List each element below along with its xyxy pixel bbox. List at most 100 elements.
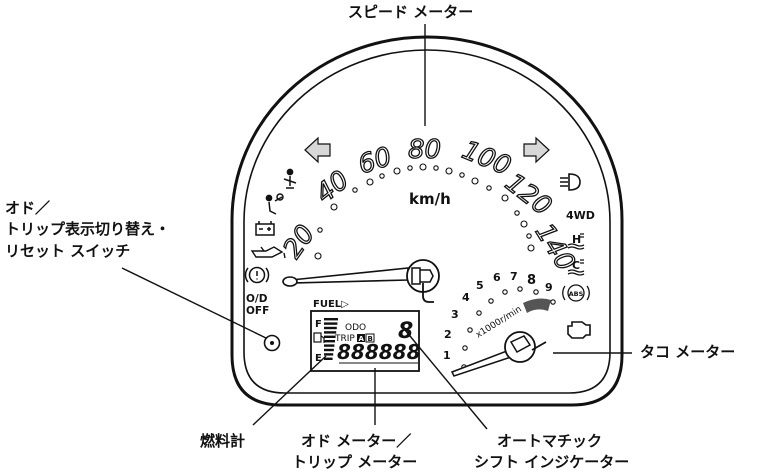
speedo-dot <box>314 252 322 260</box>
trip-a-box <box>357 334 365 342</box>
speedo-dot <box>501 194 509 202</box>
speedo-dot <box>445 167 453 175</box>
right-turn-arrow-icon <box>523 136 550 164</box>
speedo-dot <box>514 210 520 216</box>
at-indicator-callout-line1: オートマチック <box>497 432 603 450</box>
oil-pressure-warning-icon <box>250 246 286 259</box>
tacho-label-8: 8 <box>527 273 536 288</box>
fuel-bar <box>324 318 338 321</box>
speedo-dot <box>526 233 532 239</box>
tachometer-needle <box>450 331 547 377</box>
od-off-indicator-line2: OFF <box>246 305 269 317</box>
at-indicator-callout-line2: シフト インジケーター <box>474 453 630 471</box>
fuel-bar <box>324 326 337 330</box>
speed-unit-label: km/h <box>409 190 451 208</box>
fuel-empty-mark: E <box>315 353 322 364</box>
left-turn-arrow-icon <box>304 136 331 164</box>
airbag-warning-icon <box>265 193 284 215</box>
speedo-dot <box>366 178 374 186</box>
odo-trip-callout-line1: オド メーター／ <box>301 432 412 450</box>
speedo-dot <box>433 165 439 171</box>
svg-text:C: C <box>572 259 580 272</box>
odo-label: ODO <box>345 323 366 333</box>
tacho-dot <box>517 286 523 292</box>
tacho-label-5: 5 <box>476 279 484 292</box>
callout-leader-lines <box>121 24 632 430</box>
speedometer-needle <box>282 259 440 303</box>
tacho-dot <box>533 289 539 295</box>
trip-b-label: B <box>368 335 373 343</box>
speedo-dot <box>471 177 479 185</box>
tacho-dot <box>488 298 494 304</box>
speedo-dot <box>407 165 413 171</box>
leader-odo-switch <box>121 267 267 339</box>
tachometer-callout: タコ メーター <box>640 343 736 361</box>
tacho-label-6: 6 <box>493 271 501 284</box>
tacho-label-4: 4 <box>462 291 470 304</box>
fuel-bar <box>324 348 334 352</box>
tacho-label-2: 2 <box>444 328 452 341</box>
leader-fuel-gauge <box>252 355 327 426</box>
odo-switch-callout-line1: オド／ <box>5 199 51 217</box>
check-engine-icon <box>567 321 591 339</box>
fuel-gauge-callout: 燃料計 <box>200 432 246 450</box>
speedo-dot <box>419 163 427 171</box>
odo-switch-callout-line2: トリップ表示切り替え・ <box>5 220 171 238</box>
speedo-dot <box>520 220 528 228</box>
fuel-gauge-bars <box>324 318 338 360</box>
tacho-label-9: 9 <box>545 281 553 294</box>
fuel-bar <box>324 357 333 360</box>
speedo-dot <box>352 187 358 193</box>
headlight-high-beam-icon <box>560 173 581 191</box>
svg-text:ABS: ABS <box>569 290 584 298</box>
tacho-label-3: 3 <box>451 308 459 321</box>
fuel-full-mark: F <box>315 319 322 330</box>
tachometer-scale: 1 2 3 4 5 6 7 8 9 <box>443 270 553 362</box>
tacho-dot <box>476 310 482 316</box>
fuel-label: FUEL▷ <box>313 299 349 310</box>
fuel-bar <box>324 340 335 343</box>
fuel-bar <box>324 335 336 338</box>
fuel-bar <box>324 322 338 325</box>
speedo-dot <box>379 173 385 179</box>
odo-trip-callout-line2: トリップ メーター <box>292 453 418 471</box>
od-off-indicator-line1: O/D <box>246 293 268 305</box>
trip-b-box <box>365 333 375 343</box>
speed-label-80: 80 <box>408 135 441 165</box>
odo-trip-reset-switch-center <box>270 341 274 345</box>
abs-warning-icon: ABS <box>562 284 590 302</box>
speedo-dot <box>317 227 323 233</box>
four-wheel-drive-indicator: 4WD <box>566 209 595 222</box>
speedo-dot <box>486 185 492 191</box>
tacho-label-7: 7 <box>510 270 518 283</box>
high-temperature-indicator-icon: H <box>567 233 585 250</box>
svg-text:H: H <box>572 233 581 246</box>
speedometer-scale-dots <box>314 163 535 260</box>
trip-label: TRIP <box>334 334 355 344</box>
leader-at-indicator <box>404 329 488 430</box>
fuel-bar <box>324 331 337 334</box>
odo-switch-callout-line3: リセット スイッチ <box>5 242 131 260</box>
speed-label-100: 100 <box>458 135 515 181</box>
tacho-label-1: 1 <box>443 349 451 362</box>
cluster-inner-face <box>243 49 611 394</box>
fuel-bar <box>324 344 335 347</box>
tacho-dot <box>502 289 508 295</box>
brake-warning-icon <box>244 266 270 284</box>
tacho-dot <box>467 327 473 333</box>
odometer-digits: 888888 <box>337 340 421 364</box>
speedo-dot <box>393 167 401 175</box>
speedo-dot <box>459 172 465 178</box>
trip-a-label: A <box>359 335 365 343</box>
tacho-dot <box>550 299 556 305</box>
speedo-dot <box>330 203 338 211</box>
tacho-dot <box>462 345 468 351</box>
speedo-dot <box>527 244 535 252</box>
fuel-bar <box>324 353 334 356</box>
low-temperature-indicator-icon: C <box>567 259 585 276</box>
battery-warning-icon <box>255 221 275 236</box>
seatbelt-warning-icon <box>283 168 297 189</box>
speedometer-callout: スピード メーター <box>348 3 474 21</box>
tachometer-red-zone <box>523 298 551 313</box>
